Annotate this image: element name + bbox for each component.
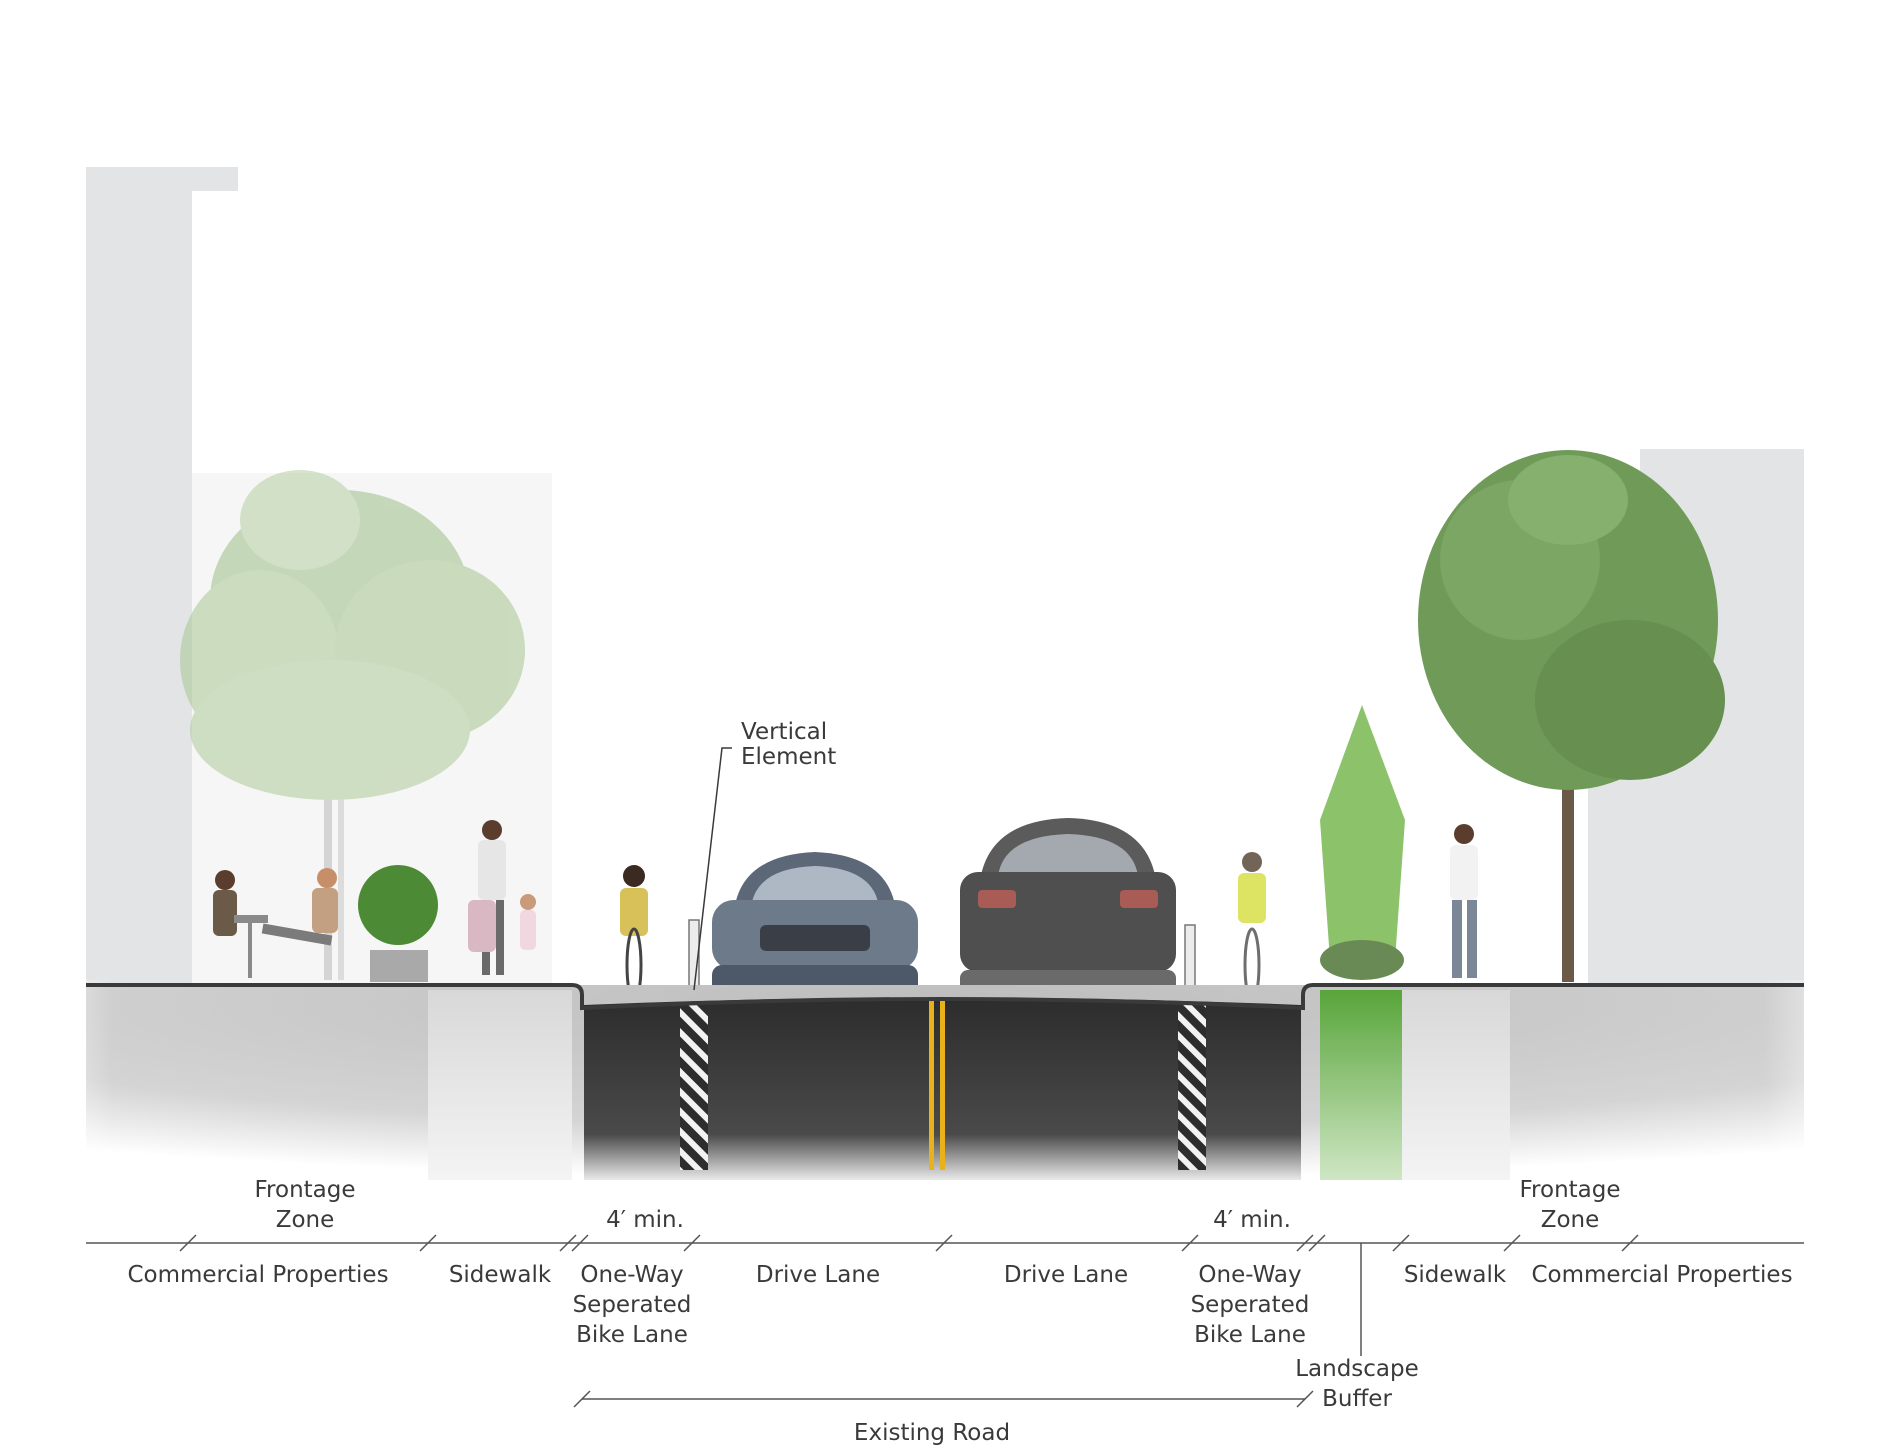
cyclist-left [620, 865, 648, 1003]
cyclist-right [1238, 852, 1266, 1003]
planter [358, 865, 438, 982]
landscape-buffer-line-2: Buffer [1322, 1386, 1392, 1412]
vertical-element-label: Vertical Element [741, 720, 836, 770]
bike-lane-left-label: One-Way Seperated Bike Lane [573, 1260, 692, 1350]
dimension-line-lanes [86, 1234, 1804, 1252]
cafe-seating [213, 868, 338, 978]
landscape-buffer-line-1: Landscape [1295, 1356, 1419, 1382]
frontage-zone-left-line-1: Frontage [254, 1177, 356, 1203]
drive-lane-left-label: Drive Lane [755, 1262, 881, 1288]
frontage-zone-right-label: Frontage Zone [1519, 1175, 1620, 1235]
commercial-properties-left-label: Commercial Properties [127, 1262, 389, 1288]
sidewalk-right-label: Sidewalk [1403, 1262, 1507, 1288]
vertical-element-line-1: Vertical [741, 719, 828, 745]
bike-lane-right-line-1: One-Way [1198, 1262, 1302, 1288]
bike-lane-left-line-1: One-Way [580, 1262, 684, 1288]
ground-section [0, 980, 1877, 1190]
bike-lane-left-line-3: Bike Lane [576, 1322, 688, 1348]
frontage-zone-left-line-2: Zone [275, 1207, 335, 1233]
sidewalk-left-label: Sidewalk [448, 1262, 552, 1288]
dimension-line-existing-road [573, 1390, 1314, 1408]
commercial-properties-right-label: Commercial Properties [1531, 1262, 1793, 1288]
min-width-right-label: 4′ min. [1213, 1207, 1291, 1233]
landscape-tree [1320, 705, 1405, 980]
bike-lane-right-label: One-Way Seperated Bike Lane [1191, 1260, 1310, 1350]
min-width-left-label: 4′ min. [606, 1207, 684, 1233]
existing-road-label: Existing Road [853, 1420, 1011, 1446]
pedestrian-right [1450, 824, 1478, 978]
frontage-zone-right-line-1: Frontage [1519, 1177, 1621, 1203]
ground-profile-line [86, 983, 1804, 1011]
frontage-zone-right-line-2: Zone [1540, 1207, 1600, 1233]
tree-right [1418, 450, 1725, 982]
bike-lane-left-line-2: Seperated [572, 1292, 692, 1318]
landscape-buffer-label: Landscape Buffer [1295, 1354, 1419, 1414]
bike-lane-right-line-3: Bike Lane [1194, 1322, 1306, 1348]
bike-lane-right-line-2: Seperated [1190, 1292, 1310, 1318]
pedestrian-stroller [468, 820, 536, 975]
drive-lane-right-label: Drive Lane [1003, 1262, 1129, 1288]
vertical-element-line-2: Element [741, 744, 837, 770]
frontage-zone-left-label: Frontage Zone [254, 1175, 355, 1235]
tree-left [180, 470, 525, 980]
vertical-element-leader [693, 747, 732, 991]
